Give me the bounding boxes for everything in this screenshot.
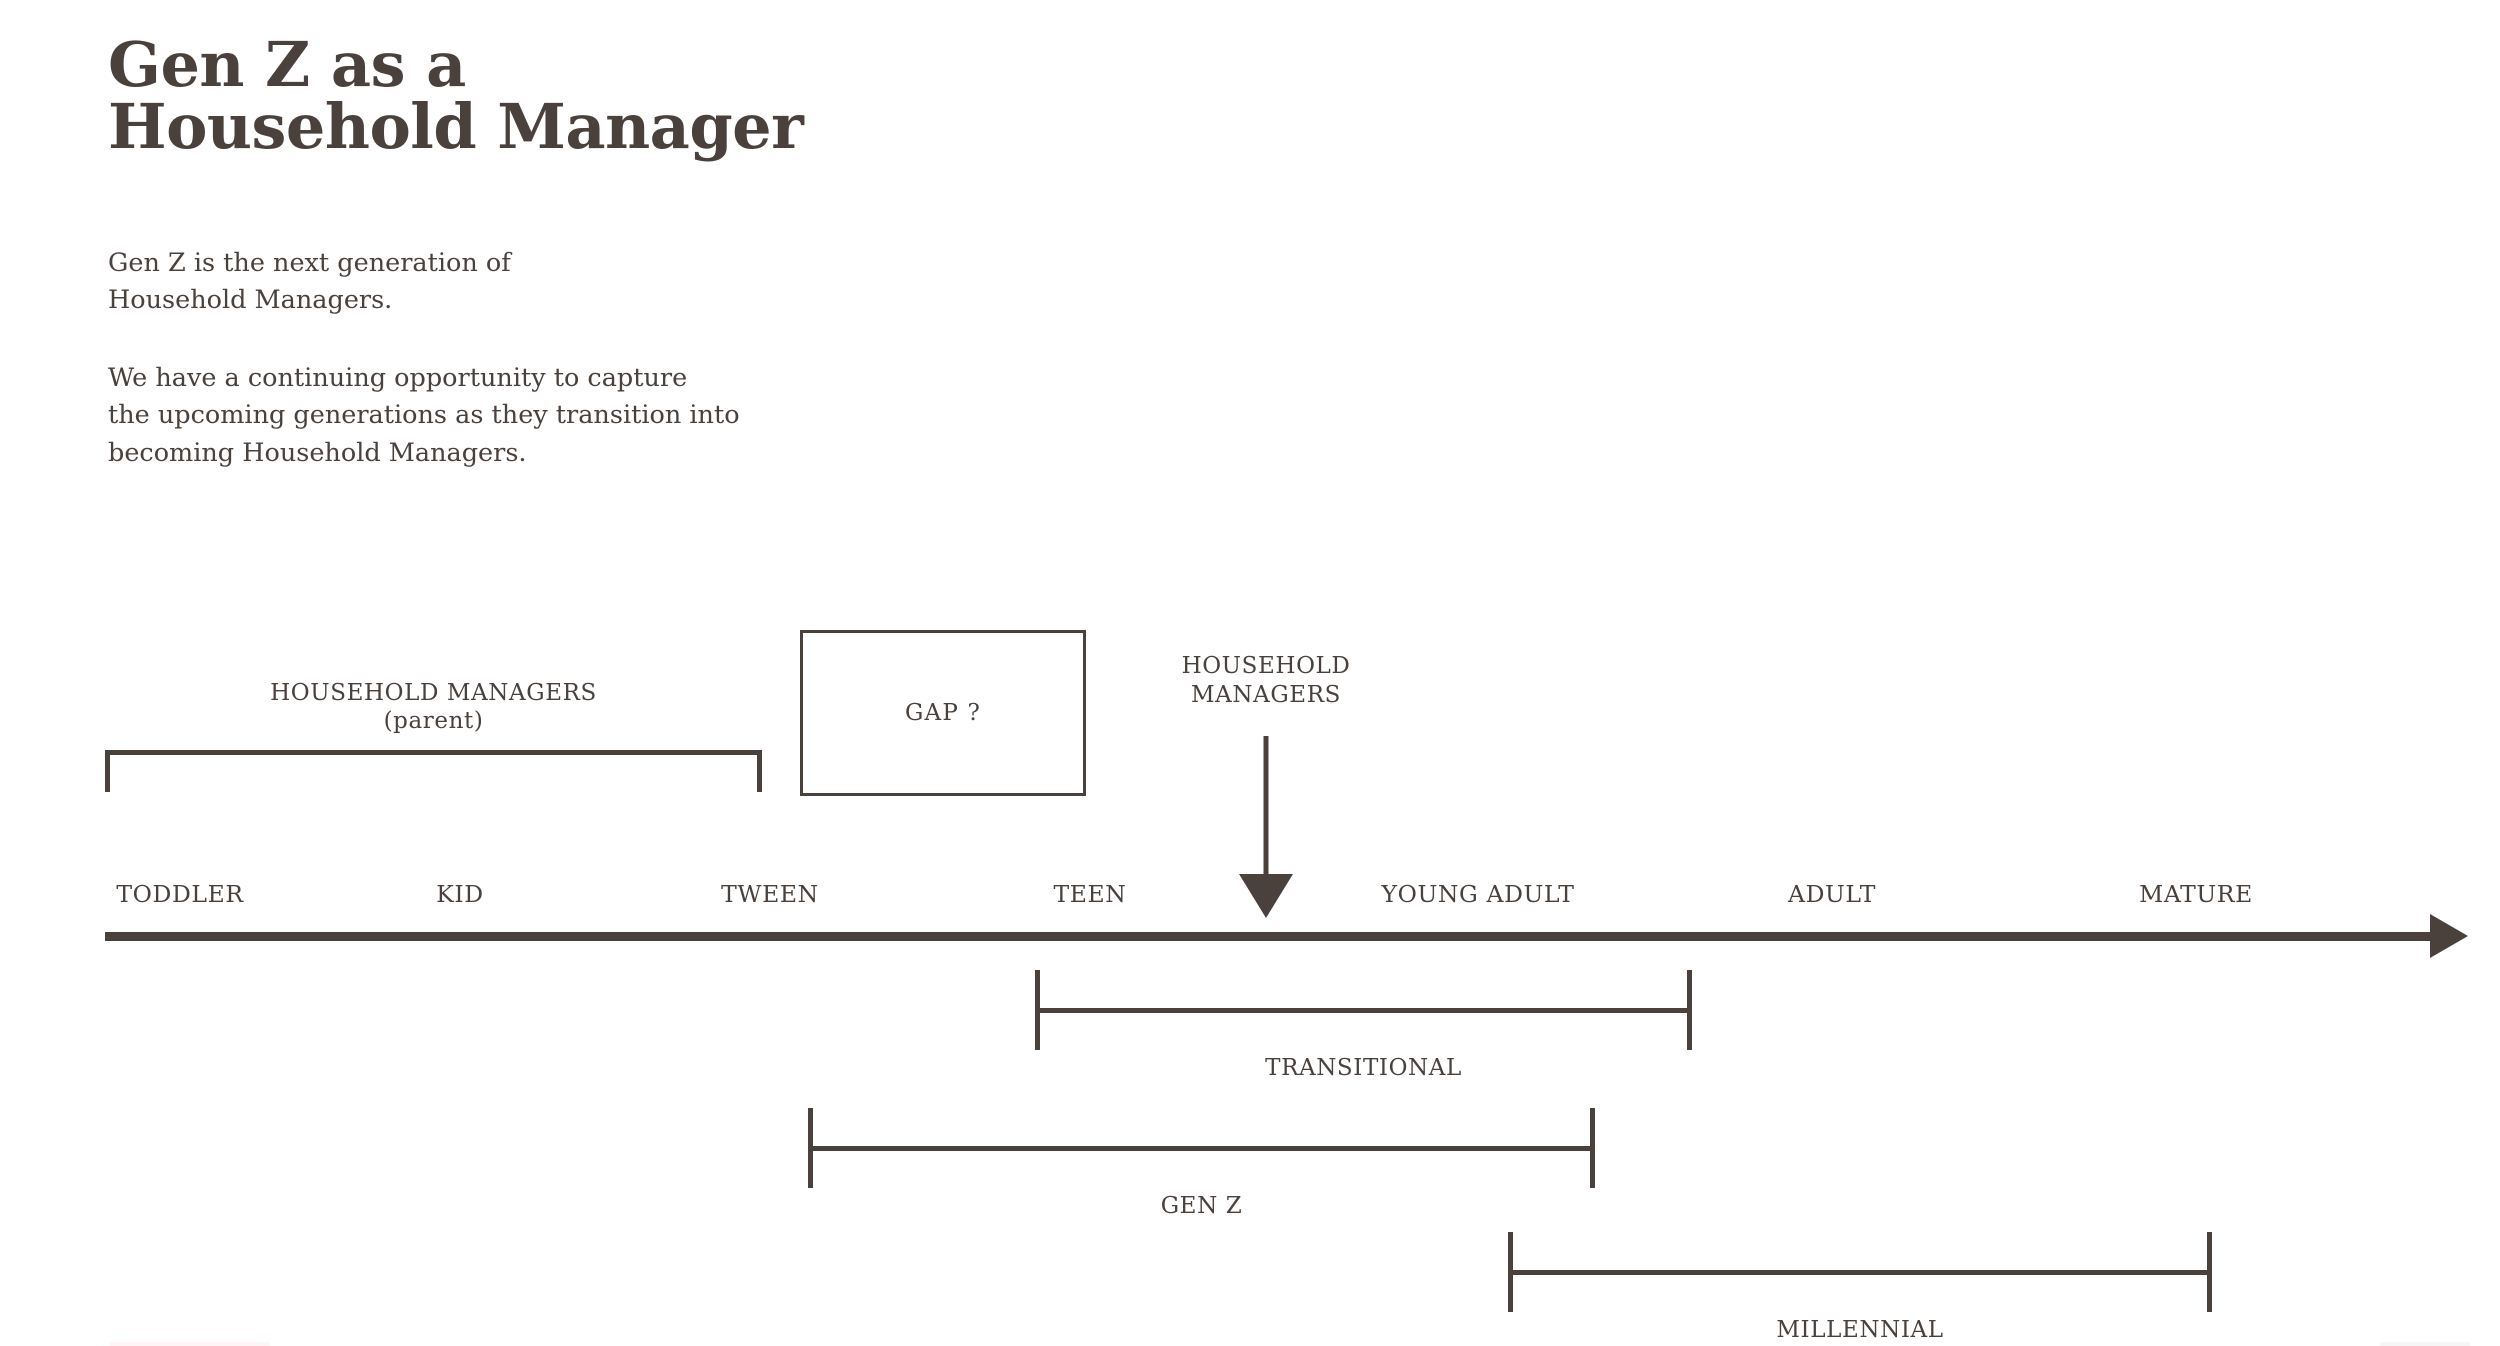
timeline-axis [105, 932, 2435, 941]
bracket-cap-right [2207, 1232, 2212, 1312]
bracket-cap-left [808, 1108, 813, 1188]
bracket-cap-right [1687, 970, 1692, 1050]
bracket-cap-left [105, 750, 110, 792]
bracket-bar [1508, 1270, 2212, 1275]
gap-box-label: GAP ? [904, 700, 982, 726]
bracket-bar [1035, 1008, 1692, 1013]
stage-label-adult: ADULT [1788, 880, 1876, 908]
intro-paragraph-2: We have a continuing opportunity to capt… [108, 363, 740, 468]
household-managers-callout-label: HOUSEHOLD MANAGERS [1181, 653, 1351, 708]
bracket-label-millennial: MILLENNIAL [1776, 1317, 1944, 1343]
bracket-label-gen-z: GEN Z [1160, 1193, 1243, 1219]
bottom-edge-artifact-left [110, 1342, 270, 1346]
bracket-label-transitional: TRANSITIONAL [1265, 1055, 1462, 1081]
stage-label-kid: KID [436, 880, 484, 908]
household-managers-callout: HOUSEHOLD MANAGERS [1120, 652, 1412, 918]
page-title: Gen Z as a Household Manager [108, 28, 804, 163]
bottom-edge-artifact-right [2380, 1342, 2470, 1346]
stage-label-young-adult: YOUNG ADULT [1381, 880, 1575, 908]
bracket-label-household-managers-parent: HOUSEHOLD MANAGERS (parent) [270, 679, 597, 735]
arrow-down-icon-stem [1263, 736, 1269, 876]
bracket-bar [808, 1146, 1595, 1151]
stage-label-mature: MATURE [2139, 880, 2253, 908]
gap-box: GAP ? [800, 630, 1086, 796]
bracket-bar [105, 750, 762, 755]
stage-label-toddler: TODDLER [116, 880, 244, 908]
bracket-cap-right [1590, 1108, 1595, 1188]
arrow-right-icon [2430, 914, 2468, 958]
bracket-cap-right [757, 750, 762, 792]
bracket-cap-left [1035, 970, 1040, 1050]
bracket-cap-left [1508, 1232, 1513, 1312]
intro-paragraph-1: Gen Z is the next generation of Househol… [108, 248, 511, 316]
arrow-down-icon-head [1239, 874, 1293, 918]
header-block: Gen Z as a Household Manager [108, 34, 1008, 158]
stage-label-teen: TEEN [1053, 880, 1127, 908]
stage-label-tween: TWEEN [721, 880, 819, 908]
